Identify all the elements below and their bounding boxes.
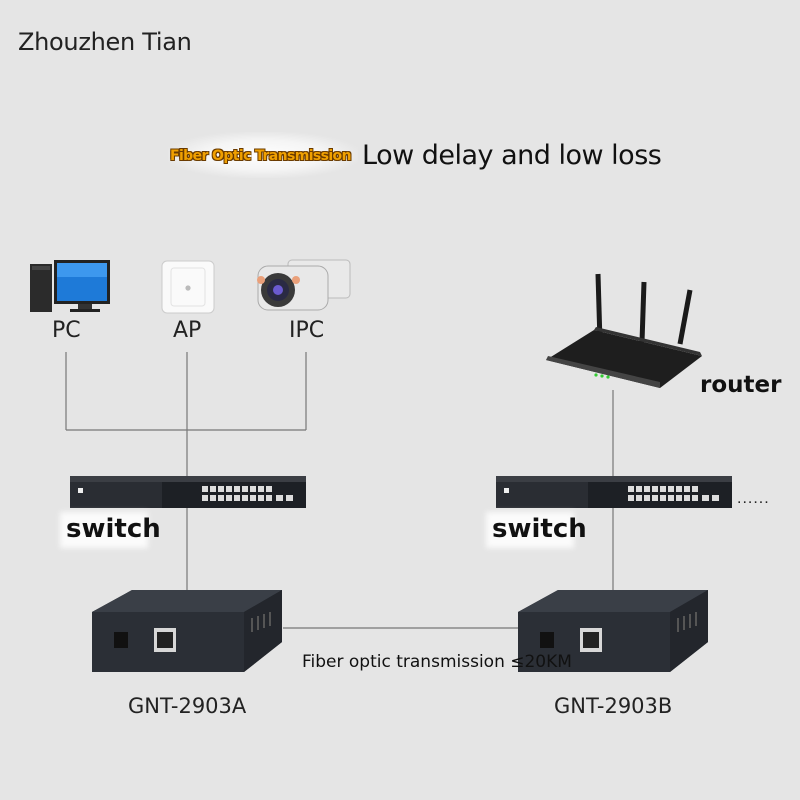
switch-label-right: switch xyxy=(492,514,587,544)
pc-icon xyxy=(30,260,110,312)
media-converter-icon xyxy=(518,590,708,672)
switch-label-left: switch xyxy=(66,514,161,544)
more-indicator: ...... xyxy=(737,490,770,507)
access-point-icon xyxy=(161,260,215,314)
slogan-title: Low delay and low loss xyxy=(362,140,662,171)
fiber-link-label: Fiber optic transmission ≤20KM xyxy=(302,652,572,672)
converter-a-label: GNT-2903A xyxy=(128,694,247,718)
ap-label: AP xyxy=(173,318,202,343)
ipc-label: IPC xyxy=(289,318,325,343)
media-converter-icon xyxy=(92,590,282,672)
router-label: router xyxy=(700,372,782,398)
slogan: Fiber Optic Transmission Low delay and l… xyxy=(168,118,688,198)
router-icon xyxy=(546,273,702,388)
slogan-small-text: Fiber Optic Transmission xyxy=(170,148,352,164)
switch-icon xyxy=(70,476,306,508)
author-name: Zhouzhen Tian xyxy=(18,28,192,56)
slogan-glow xyxy=(168,132,358,178)
ip-camera-icon xyxy=(257,259,351,311)
switch-icon xyxy=(496,476,732,508)
switch-label-backdrop xyxy=(486,512,574,548)
converter-b-label: GNT-2903B xyxy=(554,694,673,718)
switch-label-backdrop xyxy=(60,512,148,548)
pc-label: PC xyxy=(52,318,81,343)
